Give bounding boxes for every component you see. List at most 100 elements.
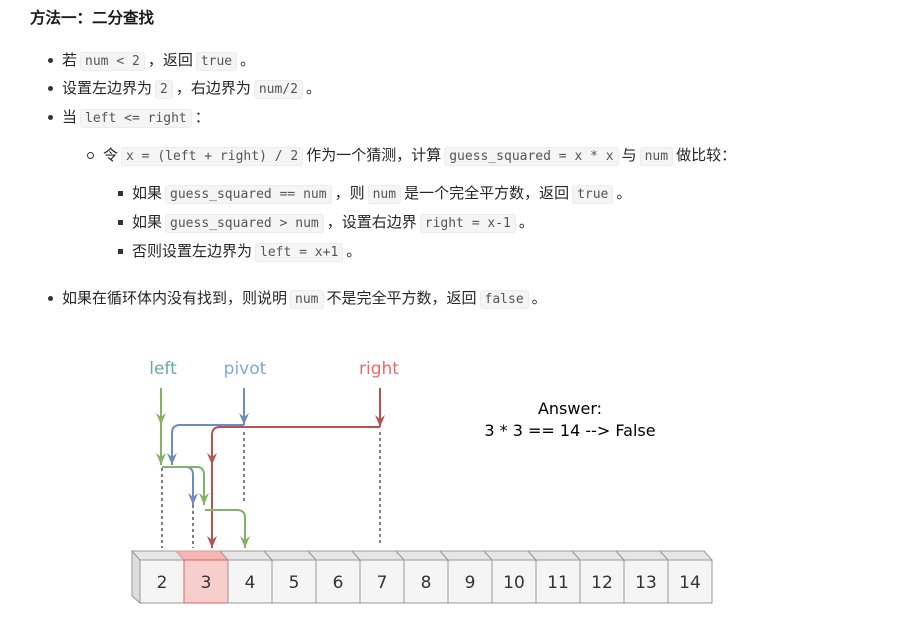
code: guess_squared = x * x xyxy=(444,147,619,166)
cell-top xyxy=(350,550,406,561)
arrowhead-icon xyxy=(156,413,166,425)
text: 。 xyxy=(240,51,256,69)
array-cell xyxy=(139,559,185,604)
cell-top xyxy=(218,550,274,561)
arrowhead-icon xyxy=(167,453,177,465)
array-cell xyxy=(447,559,493,604)
arrowhead-icon xyxy=(207,536,217,548)
code: num/2 xyxy=(253,80,303,99)
array-cell xyxy=(535,559,581,604)
code: x = (left + right) / 2 xyxy=(121,147,304,166)
code: guess_squared > num xyxy=(165,214,324,233)
text: 如果 xyxy=(132,184,163,202)
answer-title: Answer: xyxy=(538,399,602,418)
text: 若 xyxy=(62,51,78,69)
cell-top xyxy=(174,550,230,561)
cell-top xyxy=(570,550,626,561)
cell-value: 8 xyxy=(421,573,432,593)
text: 。 xyxy=(306,79,322,97)
pivot-label: pivot xyxy=(224,359,267,379)
text: ： xyxy=(194,108,210,126)
text: 设置左边界为 xyxy=(62,79,153,97)
cell-value: 6 xyxy=(333,573,344,593)
arrowhead-icon xyxy=(207,453,217,465)
text: 。 xyxy=(531,289,547,307)
cell-top xyxy=(438,550,494,561)
array-cell xyxy=(667,559,713,604)
code: guess_squared == num xyxy=(165,185,332,204)
answer-text: 3 * 3 == 14 --> False xyxy=(484,421,655,440)
text: ，则 xyxy=(334,184,365,202)
arrowhead-icon xyxy=(375,415,385,427)
pivot-arrow-3 xyxy=(162,466,194,505)
cell-value: 12 xyxy=(591,573,613,593)
code: num xyxy=(639,147,674,166)
code: left = x+1 xyxy=(255,243,344,262)
text: ，右边界为 xyxy=(175,79,251,97)
code: true xyxy=(572,185,614,204)
array-cell xyxy=(359,559,405,604)
arrowhead-icon xyxy=(199,493,209,505)
cell-value: 4 xyxy=(245,573,256,593)
array-cell xyxy=(183,559,229,604)
array-cell xyxy=(623,559,669,604)
cell-value: 14 xyxy=(679,573,701,593)
right-arrow-2 xyxy=(211,426,380,465)
cell-value: 13 xyxy=(635,573,657,593)
pivot-arrow-2 xyxy=(171,424,244,465)
cell-top xyxy=(526,550,582,561)
code: right = x-1 xyxy=(419,214,516,233)
code: true xyxy=(195,52,238,71)
right-label: right xyxy=(359,359,399,379)
cell-value: 5 xyxy=(289,573,300,593)
cell-value: 2 xyxy=(157,573,168,593)
left-label: left xyxy=(149,359,177,379)
text: 令 xyxy=(103,146,119,164)
text: 。 xyxy=(346,242,362,260)
text: 做比较： xyxy=(676,146,737,164)
text: 是一个完全平方数，返回 xyxy=(404,184,570,202)
arrowhead-icon xyxy=(188,493,198,505)
arrowhead-icon xyxy=(156,453,166,465)
text: 作为一个猜测，计算 xyxy=(306,146,442,164)
cell-value: 3 xyxy=(201,573,212,593)
code: false xyxy=(479,290,529,309)
text: 。 xyxy=(616,184,632,202)
text: 不是完全平方数，返回 xyxy=(326,289,477,307)
cell-top xyxy=(482,550,538,561)
code: 2 xyxy=(155,80,173,99)
text: 与 xyxy=(621,146,637,164)
text: 否则设置左边界为 xyxy=(132,242,253,260)
left-arrow-4 xyxy=(205,509,246,548)
text: ，返回 xyxy=(147,51,193,69)
arrowhead-icon xyxy=(240,536,250,548)
page-title: 方法一：二分查找 xyxy=(30,9,155,27)
dashed-guides xyxy=(161,432,381,548)
text: 如果在循环体内没有找到，则说明 xyxy=(62,289,288,307)
cell-top xyxy=(614,550,670,561)
array-cell xyxy=(491,559,537,604)
array-cell xyxy=(227,559,273,604)
text: 如果 xyxy=(132,213,163,231)
left-arrow-3 xyxy=(162,466,205,505)
cell-value: 7 xyxy=(377,573,388,593)
arrowhead-icon xyxy=(239,413,249,425)
cell-top xyxy=(658,550,714,561)
cell-top xyxy=(306,550,362,561)
code: num xyxy=(367,185,402,204)
text: 。 xyxy=(518,213,534,231)
text: ，设置右边界 xyxy=(326,213,417,231)
cell-top xyxy=(394,550,450,561)
cell-value: 11 xyxy=(547,573,569,593)
cell-top xyxy=(130,550,186,561)
cell-value: 9 xyxy=(465,573,476,593)
